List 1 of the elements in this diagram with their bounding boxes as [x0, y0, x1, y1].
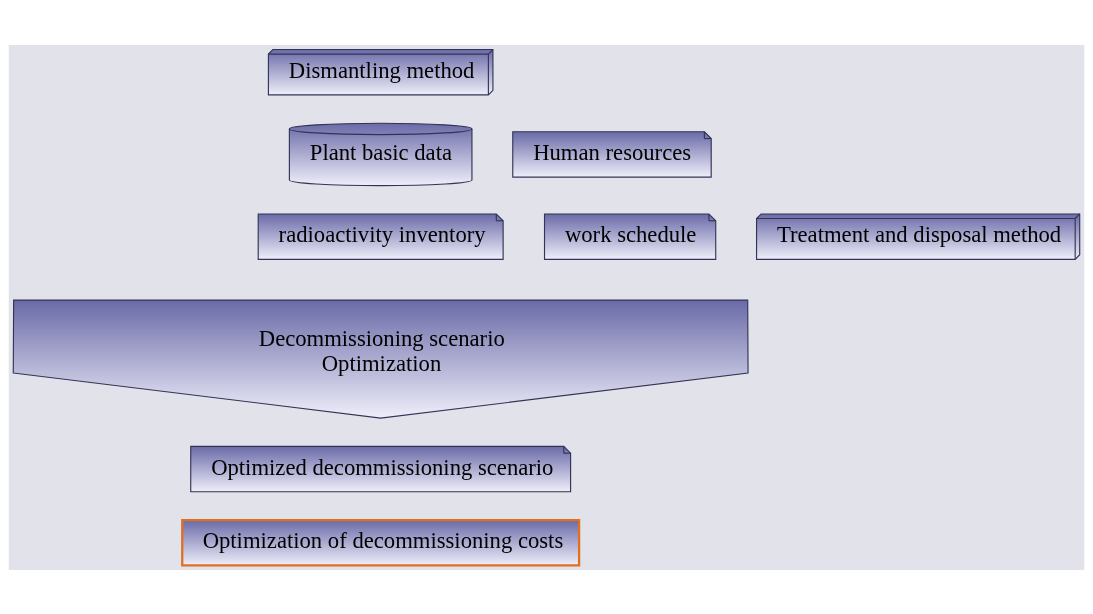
node-box: Optimization of decommissioning costs	[181, 518, 581, 567]
